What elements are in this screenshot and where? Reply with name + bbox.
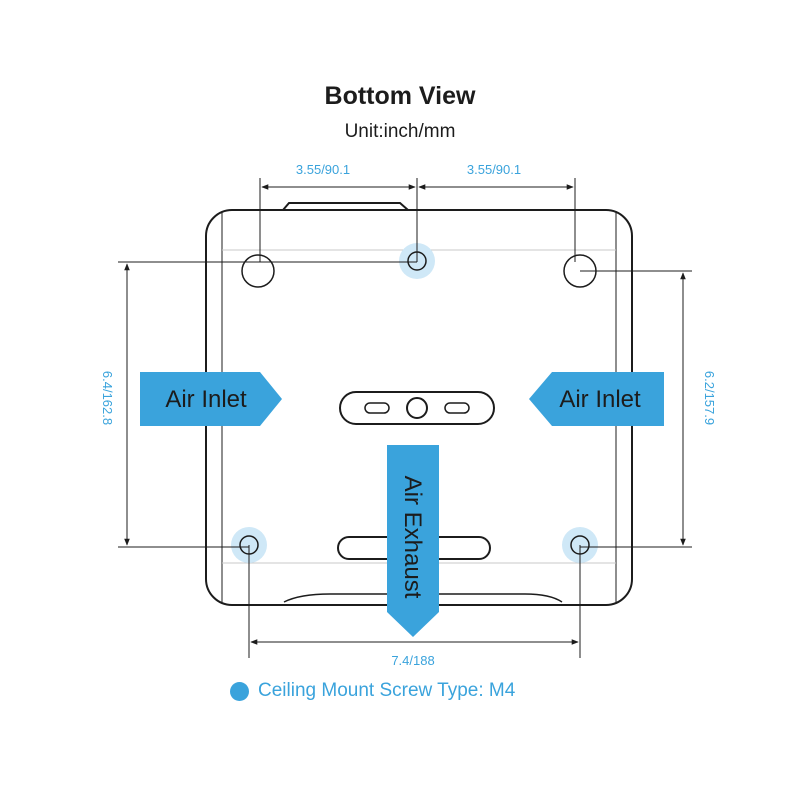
- air-inlet-left-label: Air Inlet: [165, 386, 247, 413]
- foot-left: [241, 254, 275, 288]
- dim-left-height: 6.4/162.8: [100, 371, 115, 425]
- vent-panel: [339, 391, 495, 425]
- dim-top-left: 3.55/90.1: [296, 162, 350, 177]
- diagram-title: Bottom View: [324, 82, 476, 110]
- air-exhaust-label: Air Exhaust: [399, 476, 426, 599]
- screw-legend: Ceiling Mount Screw Type: M4: [230, 680, 515, 702]
- air-inlet-right-badge: Air Inlet: [529, 372, 664, 426]
- air-exhaust-badge: Air Exhaust: [387, 445, 439, 637]
- right-dimension: [580, 270, 692, 548]
- bottom-dimension: [248, 545, 581, 658]
- left-dimension: [118, 261, 417, 548]
- air-inlet-left-badge: Air Inlet: [140, 372, 282, 426]
- unit-label: Unit:inch/mm: [344, 121, 456, 142]
- air-inlet-right-label: Air Inlet: [559, 386, 641, 413]
- dim-right-height: 6.2/157.9: [702, 371, 717, 425]
- dim-top-right: 3.55/90.1: [467, 162, 521, 177]
- dim-bottom-width: 7.4/188: [391, 653, 434, 668]
- top-dimension: [259, 178, 576, 262]
- legend-dot-icon: [230, 681, 249, 701]
- legend-text: Ceiling Mount Screw Type: M4: [258, 680, 516, 701]
